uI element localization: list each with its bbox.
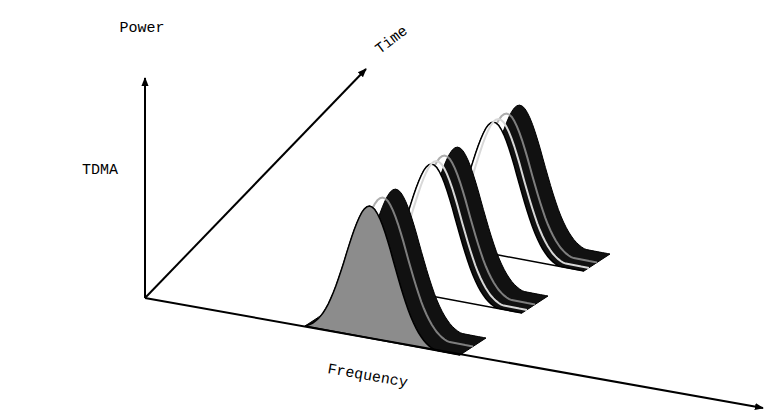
tdma-slots: [305, 105, 610, 355]
frequency-axis: [145, 298, 763, 408]
power-axis: [144, 78, 146, 298]
scheme-label: TDMA: [82, 163, 118, 178]
time-axis: [145, 69, 366, 298]
axis-label: Time: [373, 23, 411, 57]
slot-ribbon: [305, 189, 486, 355]
axis-label: Frequency: [327, 362, 409, 391]
axis-label: Power: [119, 21, 164, 36]
slot-face: [305, 206, 460, 355]
